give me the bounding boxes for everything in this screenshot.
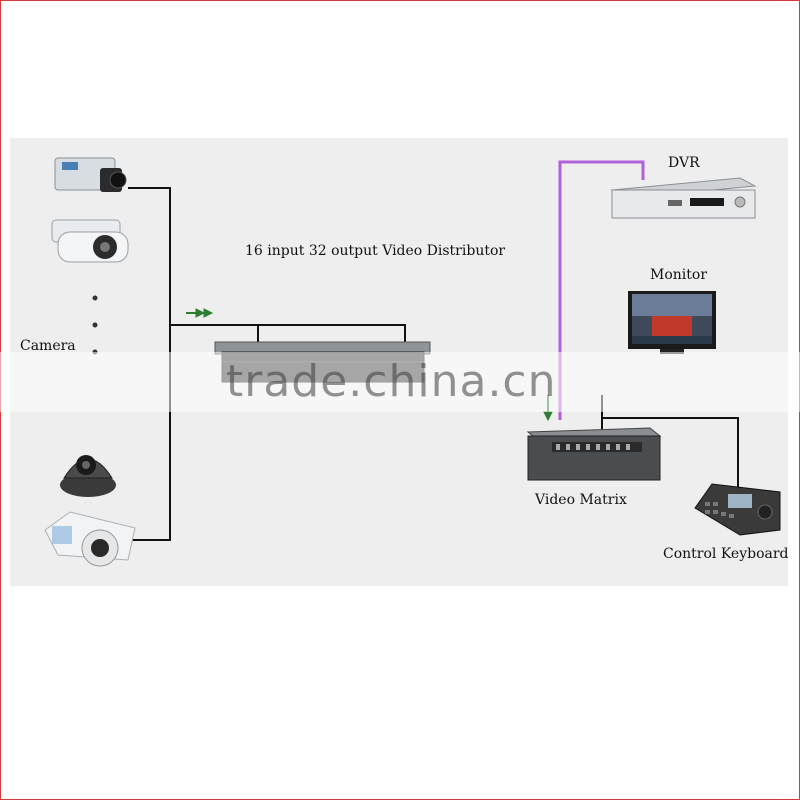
dvr-label: DVR [668, 155, 700, 171]
matrix-label: Video Matrix [535, 492, 627, 508]
distributor-top-line [257, 324, 406, 350]
watermark-band [0, 352, 800, 412]
input-arrow-icon [186, 308, 214, 318]
distributor-label: 16 input 32 output Video Distributor [245, 243, 506, 259]
monitor-label: Monitor [650, 267, 708, 283]
box-camera-icon [54, 157, 127, 192]
matrix-to-keyboard-line [601, 417, 739, 490]
ellipsis-dots [92, 295, 98, 355]
control-keyboard-icon [694, 483, 781, 536]
bullet-camera-icon [51, 219, 129, 263]
watermark-text: trade.china.cn [226, 356, 557, 407]
monitor-icon [628, 291, 716, 354]
dome-camera-icon [60, 455, 116, 497]
video-matrix-icon [526, 427, 662, 481]
ir-bullet-camera-icon [44, 511, 136, 567]
dvr-icon [610, 177, 757, 219]
dvr-line [558, 160, 645, 420]
keyboard-label: Control Keyboard [663, 546, 789, 562]
camera-label: Camera [20, 338, 76, 354]
